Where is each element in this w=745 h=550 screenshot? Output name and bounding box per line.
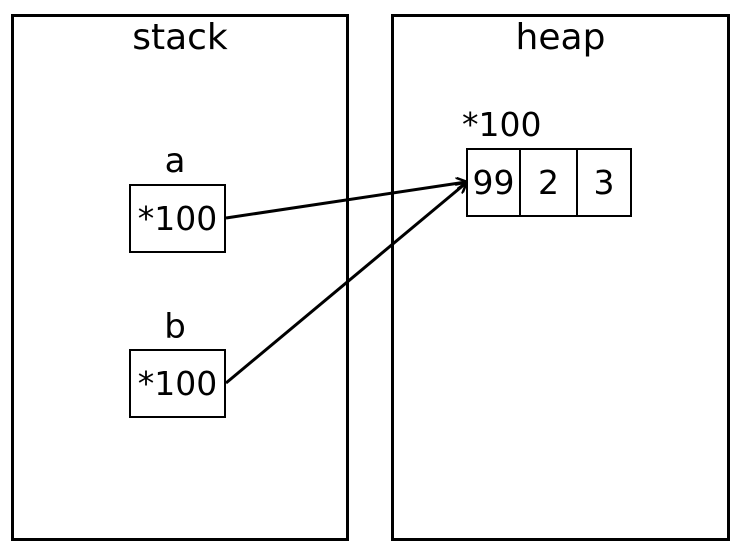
heap-panel	[391, 14, 730, 541]
heap-title: heap	[515, 17, 606, 58]
variable-b-label: b	[164, 307, 186, 347]
array-cell-1: 2	[519, 148, 578, 217]
stack-title: stack	[132, 17, 228, 58]
variable-a-label: a	[164, 141, 186, 181]
array-cell-2: 3	[576, 148, 632, 217]
array-cell-0: 99	[466, 148, 521, 217]
heap-address-label: *100	[462, 105, 542, 144]
stack-panel	[11, 14, 349, 541]
variable-a-box: *100	[129, 184, 226, 253]
heap-array: 99 2 3	[466, 148, 632, 217]
variable-b-box: *100	[129, 349, 226, 418]
